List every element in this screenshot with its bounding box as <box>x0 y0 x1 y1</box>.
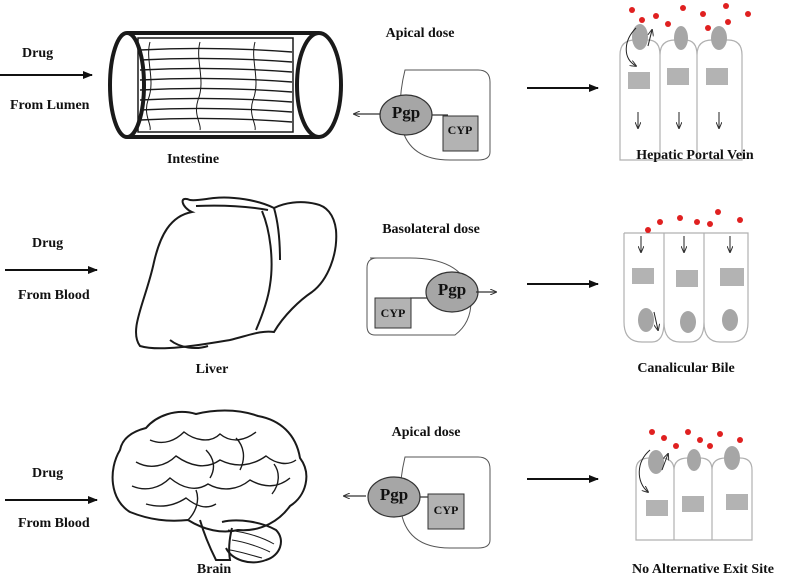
epithelial-cells-row2 <box>623 209 749 343</box>
outcome-label-row3: No Alternative Exit Site <box>632 562 774 577</box>
brain-illustration <box>111 409 308 564</box>
pgp-transporter-row1 <box>379 94 433 136</box>
epithelial-cells-row3 <box>635 429 753 541</box>
dose-label-row2: Basolateral dose <box>382 222 480 237</box>
cyp-label-row1: CYP <box>447 123 473 137</box>
intestine-illustration <box>108 31 343 139</box>
outcome-label-row2: Canalicular Bile <box>637 361 735 376</box>
pgp-label-row3: Pgp <box>379 485 409 504</box>
input-label-source-row1: From Lumen <box>10 98 90 113</box>
cell-schematic-row3 <box>344 456 491 549</box>
pgp-label-row1: Pgp <box>391 103 421 122</box>
pgp-label-row2: Pgp <box>437 280 467 299</box>
epithelial-cells-row1 <box>619 3 751 161</box>
organ-label-intestine: Intestine <box>166 152 220 167</box>
cell-schematic-row1 <box>354 69 491 161</box>
cell-schematic-row2 <box>366 257 496 336</box>
cyp-label-row2: CYP <box>380 306 406 320</box>
input-label-drug-row3: Drug <box>32 466 64 481</box>
input-label-drug-row2: Drug <box>32 236 64 251</box>
liver-illustration <box>135 196 338 350</box>
cyp-enzyme-row1 <box>442 115 479 152</box>
cyp-enzyme-row2 <box>374 297 412 329</box>
organ-label-brain: Brain <box>196 562 232 577</box>
pgp-transporter-row3 <box>367 476 421 518</box>
input-label-source-row2: From Blood <box>18 288 90 303</box>
dose-label-row3: Apical dose <box>391 425 461 440</box>
organ-label-liver: Liver <box>195 362 229 377</box>
outcome-label-row1: Hepatic Portal Vein <box>636 148 754 163</box>
dose-label-row1: Apical dose <box>385 26 455 41</box>
input-label-source-row3: From Blood <box>18 516 90 531</box>
input-label-drug-row1: Drug <box>22 46 54 61</box>
cyp-enzyme-row3 <box>427 493 465 530</box>
cyp-label-row3: CYP <box>433 503 459 517</box>
